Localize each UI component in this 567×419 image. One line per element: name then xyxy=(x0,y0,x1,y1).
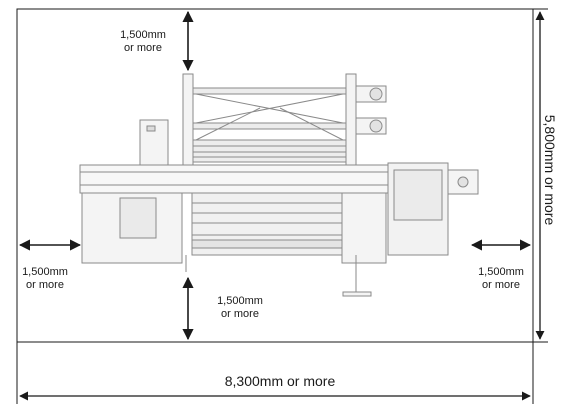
right-clearance-qualifier: or more xyxy=(482,279,520,291)
bottom-clearance-qualifier: or more xyxy=(221,308,259,320)
right-clearance-label: 1,500mm or more xyxy=(466,266,536,292)
right-clearance-value: 1,500mm xyxy=(478,266,524,278)
top-clearance-label: 1,500mm or more xyxy=(108,29,178,55)
total-width-label: 8,300mm or more xyxy=(155,372,405,390)
roll-holder-frame xyxy=(182,73,387,175)
top-clearance-qualifier: or more xyxy=(124,42,162,54)
installation-area xyxy=(16,8,548,404)
total-width-value: 8,300mm or more xyxy=(224,373,336,389)
printer-machine xyxy=(79,73,479,297)
left-clearance-qualifier: or more xyxy=(26,279,64,291)
left-clearance-value: 1,500mm xyxy=(22,266,68,278)
top-clearance-value: 1,500mm xyxy=(120,29,166,41)
bottom-clearance-label: 1,500mm or more xyxy=(203,295,277,321)
main-body xyxy=(79,164,391,194)
total-depth-value: 5,800mm or more xyxy=(542,114,558,226)
bottom-clearance-value: 1,500mm xyxy=(217,295,263,307)
right-leg-cabinet xyxy=(341,192,387,264)
left-clearance-label: 1,500mm or more xyxy=(10,266,80,292)
